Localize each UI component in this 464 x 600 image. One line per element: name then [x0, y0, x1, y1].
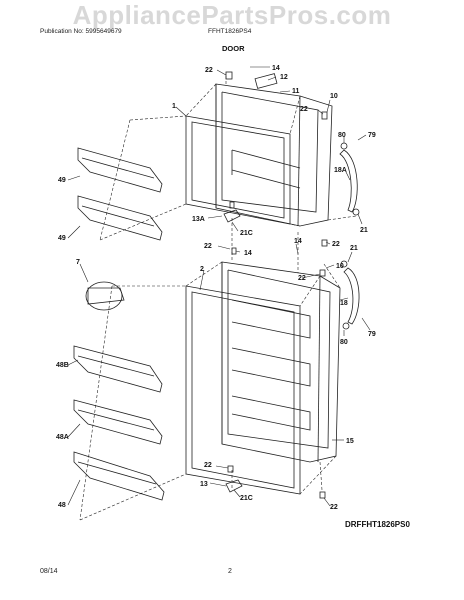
callout-21C-bottom: 21C [240, 495, 253, 502]
door-bin-48 [73, 451, 165, 501]
callout-14-mid-left: 14 [244, 250, 252, 257]
callout-22-top: 22 [205, 67, 213, 74]
callout-2: 2 [200, 266, 204, 273]
callout-22-mid-left: 22 [204, 243, 212, 250]
fresh-food-handle [343, 267, 360, 325]
callout-12: 12 [280, 74, 288, 81]
callout-18: 18 [340, 300, 348, 307]
door-bin-49-lower [77, 195, 163, 241]
callout-1: 1 [172, 103, 176, 110]
dairy-bin [85, 281, 123, 311]
callout-10-mid: 10 [336, 263, 344, 270]
callout-79-bottom: 79 [368, 331, 376, 338]
callout-22-mid-right: 22 [332, 241, 340, 248]
page-number: 2 [228, 568, 232, 575]
footer-date: 08/14 [40, 568, 58, 575]
callout-7: 7 [76, 259, 80, 266]
watermark: AppliancePartsPros.com [72, 0, 392, 30]
section-title: DOOR [222, 44, 245, 53]
callout-48A: 48A [56, 434, 69, 441]
callout-15: 15 [346, 438, 354, 445]
callout-21-mid: 21 [350, 245, 358, 252]
callout-49-upper: 49 [58, 177, 66, 184]
callout-22-right-top: 22 [300, 106, 308, 113]
callout-14-top: 14 [272, 65, 280, 72]
publication-number: Publication No: 5995649679 [40, 28, 122, 35]
callout-18A: 18A [334, 167, 347, 174]
callout-80-top: 80 [338, 132, 346, 139]
freezer-door-panel [215, 83, 333, 227]
door-bin-48B [73, 345, 163, 393]
callout-21C-top: 21C [240, 230, 253, 237]
fresh-food-door-panel [221, 261, 341, 463]
callout-22-mid: 22 [298, 275, 306, 282]
model-number: FFHT1826PS4 [208, 28, 252, 35]
callout-11: 11 [292, 88, 300, 95]
callout-48B: 48B [56, 362, 69, 369]
freezer-handle [339, 149, 358, 213]
callout-79-top: 79 [368, 132, 376, 139]
callout-48: 48 [58, 502, 66, 509]
callout-14-mid: 14 [294, 238, 302, 245]
callout-13A: 13A [192, 216, 205, 223]
callout-80-bottom: 80 [340, 339, 348, 346]
diagram-id: DRFFHT1826PS0 [345, 520, 410, 529]
callout-13: 13 [200, 481, 208, 488]
callout-22-low-left: 22 [204, 462, 212, 469]
callout-21-top: 21 [360, 227, 368, 234]
callout-22-bottom: 22 [330, 504, 338, 511]
callout-10-top: 10 [330, 93, 338, 100]
door-bin-49-upper [77, 147, 163, 193]
door-bin-48A [73, 399, 163, 445]
callout-49-lower: 49 [58, 235, 66, 242]
